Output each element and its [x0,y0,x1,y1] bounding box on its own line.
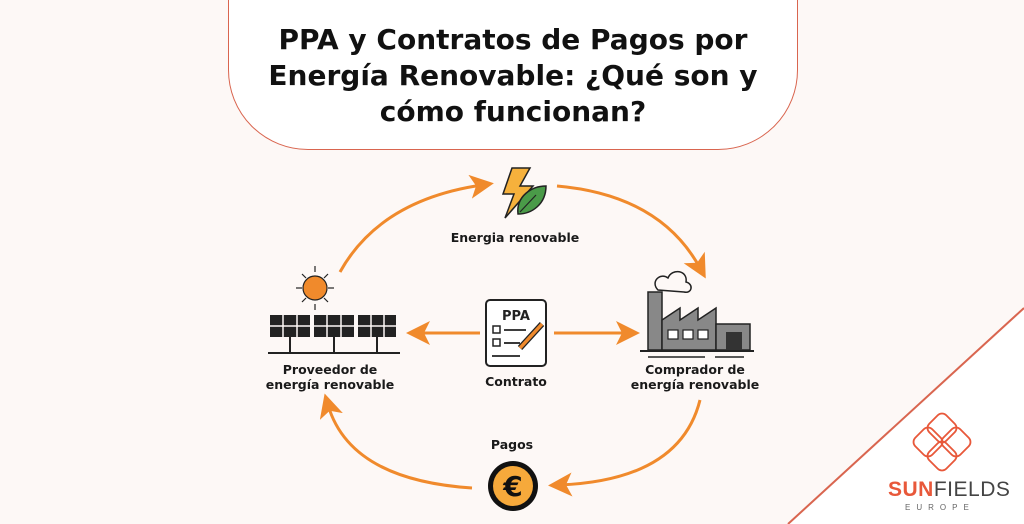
buyer-label: Comprador de energía renovable [630,362,760,392]
svg-text:€: € [502,470,522,503]
contract-label: Contrato [485,374,547,389]
page-title: PPA y Contratos de Pagos por Energía Ren… [268,23,758,128]
ppa-text: PPA [502,309,530,324]
logo-subtitle: EUROPE [905,503,975,512]
logo-wordmark: SUNFIELDS [888,478,1011,501]
payments-label: Pagos [490,437,534,452]
title-frame [228,0,798,150]
energy-label: Energia renovable [450,230,580,245]
provider-label: Proveedor de energía renovable [265,362,395,392]
